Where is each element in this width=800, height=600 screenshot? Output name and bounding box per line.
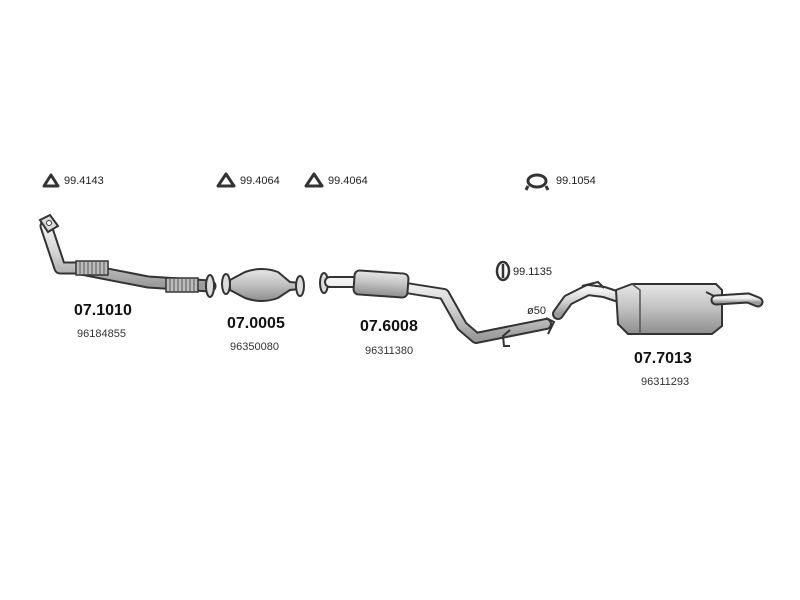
part-number-catalyst: 07.0005 [227, 315, 285, 332]
oem-number-centre-silencer: 96311380 [365, 345, 414, 357]
part-number-front-pipe: 07.1010 [74, 302, 132, 319]
gasket-icon-2 [216, 172, 236, 188]
part-number-rear-silencer: 07.7013 [634, 350, 692, 367]
centre-silencer-drawing [319, 269, 556, 347]
gasket-icon-1 [42, 173, 60, 188]
front-pipe-drawing [38, 213, 217, 298]
rear-silencer-drawing [552, 280, 764, 335]
gasket-icon-3 [304, 172, 324, 188]
part-number-centre-silencer: 07.6008 [360, 318, 418, 335]
catalytic-converter-drawing [221, 268, 305, 302]
inlet-flange [38, 213, 60, 234]
oem-number-rear-silencer: 96311293 [641, 376, 690, 388]
oem-number-catalyst: 96350080 [230, 341, 279, 353]
rubber-mount-label: 99.1135 [513, 266, 552, 278]
outlet-flange [205, 274, 215, 298]
gasket-label-2: 99.4064 [240, 175, 280, 187]
pipe-diameter-label: ø50 [527, 305, 546, 317]
gasket-label-1: 99.4143 [64, 175, 104, 187]
gasket-label-3: 99.4064 [328, 175, 368, 187]
flex-section-1 [75, 260, 109, 276]
rubber-mount-icon [495, 260, 511, 282]
flex-section-2 [165, 277, 199, 293]
gasket-icon-4 [524, 173, 550, 191]
gasket-label-4: 99.1054 [556, 175, 596, 187]
oem-number-front-pipe: 96184855 [77, 328, 126, 340]
